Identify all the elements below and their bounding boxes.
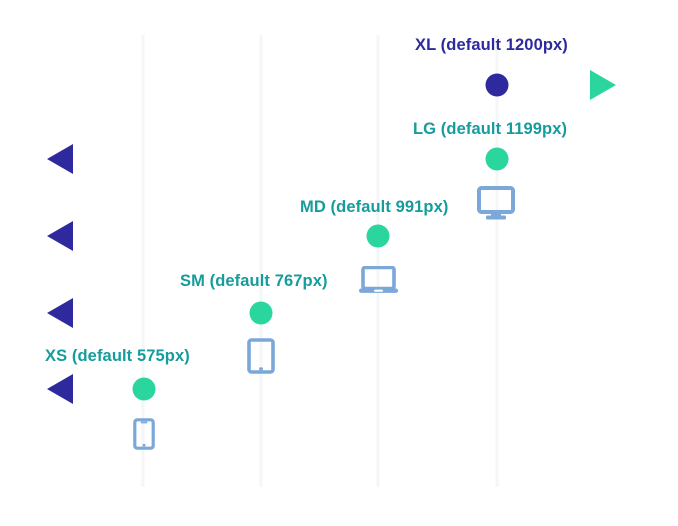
breakpoint-dot-xs[interactable] [132, 377, 156, 401]
breakpoint-dot-lg[interactable] [485, 147, 509, 171]
breakpoint-dot-sm[interactable] [249, 301, 273, 325]
arrow-head-xs [47, 374, 73, 404]
arrow-head-xl [590, 70, 616, 100]
smartphone-icon [133, 418, 155, 450]
arrow-head-lg [47, 144, 73, 174]
laptop-icon [359, 265, 398, 295]
bp-label-sm: SM (default 767px) [180, 272, 328, 290]
bp-label-xs: XS (default 575px) [45, 347, 190, 365]
desktop-monitor-icon [477, 186, 515, 220]
bp-label-md: MD (default 991px) [300, 198, 449, 216]
breakpoint-dot-xl[interactable] [485, 73, 509, 97]
arrow-head-sm [47, 298, 73, 328]
bp-label-xl: XL (default 1200px) [415, 36, 568, 54]
tablet-icon [247, 338, 275, 374]
breakpoint-dot-md[interactable] [366, 224, 390, 248]
bp-label-lg: LG (default 1199px) [413, 120, 568, 138]
arrow-head-md [47, 221, 73, 251]
